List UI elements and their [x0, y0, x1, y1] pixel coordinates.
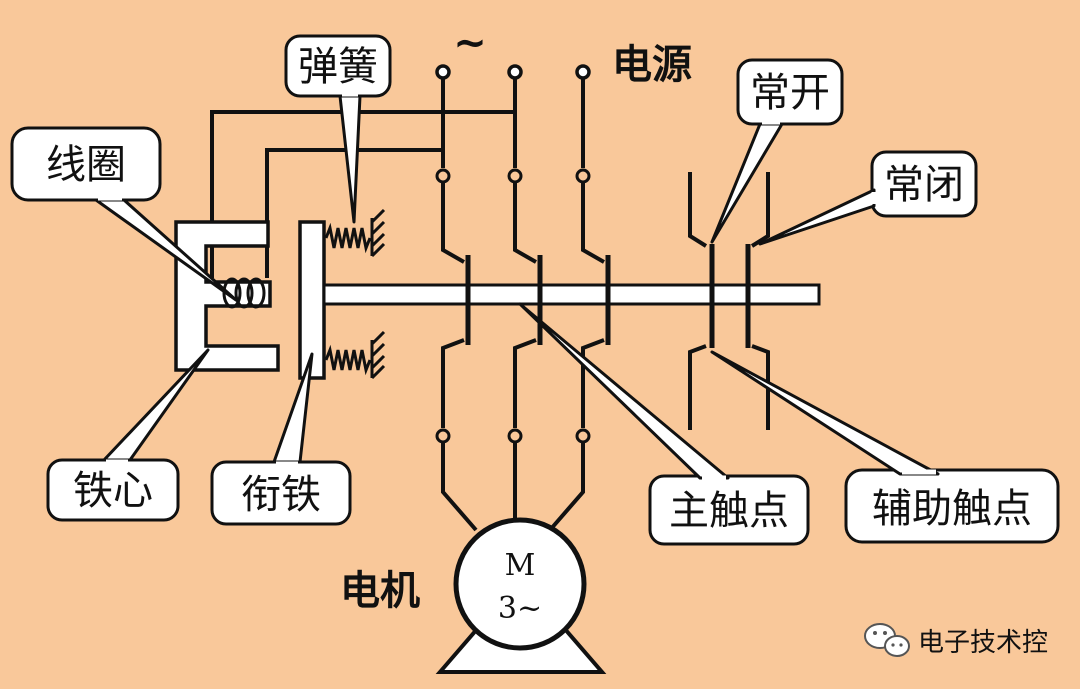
motor-symbol: M [505, 548, 536, 583]
motor: M 3~ [435, 517, 607, 674]
terminal-l3 [575, 64, 591, 80]
lower-terminals [435, 428, 591, 444]
power-label: 电源 [612, 42, 692, 88]
motor-phase: 3~ [498, 591, 542, 626]
spring-lower [324, 330, 386, 380]
normally-closed-label: 常闭 [884, 162, 964, 208]
power-terminals [435, 64, 591, 80]
armature [298, 220, 326, 380]
aux-contact-label: 辅助触点 [872, 486, 1032, 532]
callout-normally-open: 常开 [710, 58, 844, 244]
main-moving-contacts [465, 255, 611, 345]
upper-fixed-contacts [441, 182, 605, 264]
ac-symbol: ~ [453, 20, 487, 66]
callout-iron-core: 铁心 [46, 348, 210, 522]
supply-lines [441, 78, 585, 168]
iron-core-label: 铁心 [73, 468, 153, 514]
callout-spring: 弹簧 [284, 34, 392, 224]
normally-open-label: 常开 [750, 70, 830, 116]
coil-label: 线圈 [46, 142, 126, 188]
callout-aux-contact: 辅助触点 [710, 350, 1060, 544]
terminal-l1 [435, 64, 451, 80]
motor-wires [441, 442, 585, 532]
callout-main-contact: 主触点 [518, 302, 810, 546]
main-contact-label: 主触点 [669, 488, 789, 534]
callout-normally-closed: 常闭 [758, 150, 978, 246]
watermark-text: 电子技术控 [918, 628, 1048, 658]
terminal-l2 [507, 64, 523, 80]
lower-fixed-contacts [441, 338, 605, 428]
motor-body [453, 517, 587, 651]
upper-terminals [435, 168, 591, 184]
aux-normally-closed-contact [745, 172, 770, 430]
coil [222, 277, 266, 309]
callout-coil: 线圈 [10, 126, 238, 302]
iron-core [174, 220, 280, 372]
spring-upper [324, 208, 386, 258]
coil-wires [210, 110, 515, 278]
watermark: 电子技术控 [864, 623, 1048, 658]
motor-label: 电机 [340, 568, 420, 614]
armature-label: 衔铁 [241, 472, 321, 518]
callout-armature: 衔铁 [210, 352, 352, 526]
wechat-icon [864, 623, 910, 657]
push-rod [322, 283, 821, 306]
aux-normally-open-contact [688, 172, 715, 430]
spring-label: 弹簧 [298, 44, 378, 90]
